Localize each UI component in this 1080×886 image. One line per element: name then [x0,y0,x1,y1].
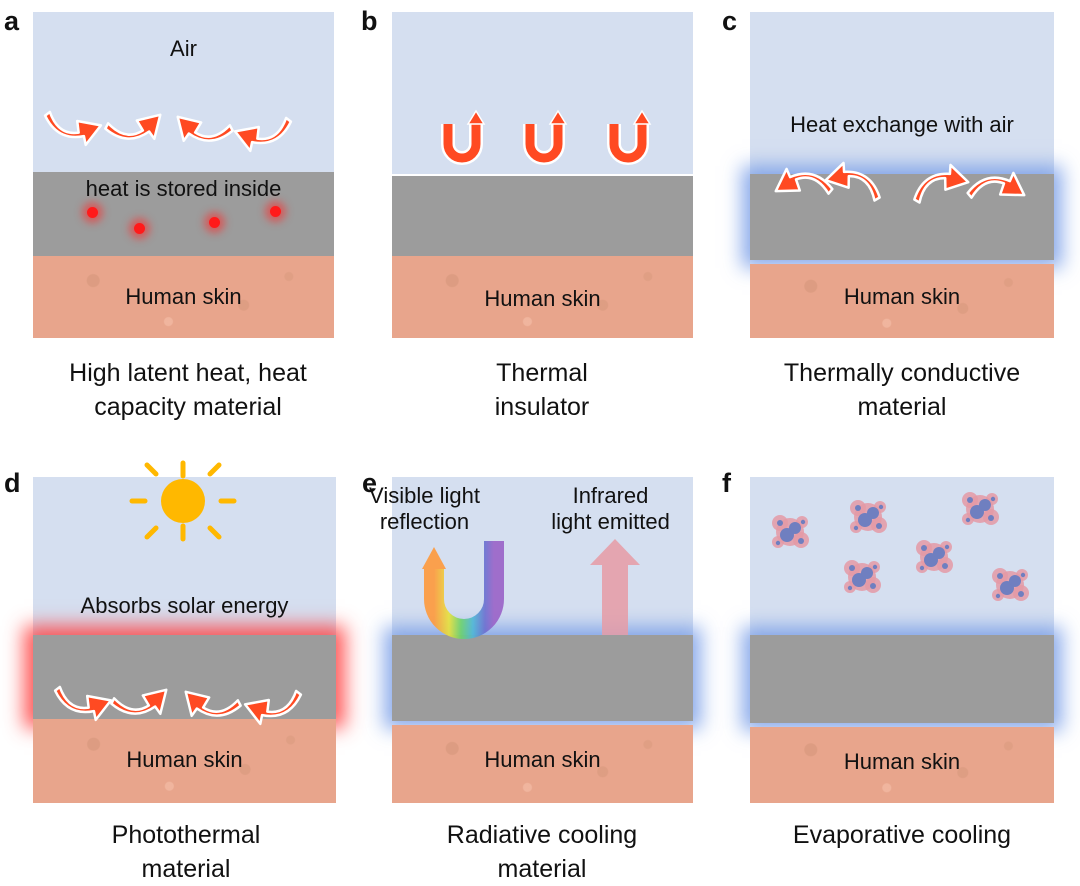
curved-arrow-icon [824,161,881,202]
curved-arrow-icon [110,688,168,716]
caption-line: material [857,393,947,421]
curved-arrow-icon [233,116,293,153]
panel-letter-e: e [362,468,378,498]
skin-region [33,719,336,803]
panel-e-scene: Visible light reflection Infrared light … [369,477,693,803]
skin-label: Human skin [843,284,961,309]
air-label: Air [170,36,197,61]
panel-letter-f: f [722,468,731,498]
caption-line: insulator [494,393,590,421]
infrared-label: Infrared light emitted [460,483,761,535]
skin-label: Human skin [843,749,961,774]
panel-f-scene: Human skin [750,477,1054,803]
skin-label: Human skin [125,284,242,309]
fabric-layer [33,635,336,719]
inward-heat-arrows [53,685,303,726]
caption-e: Radiative cooling material [372,818,712,886]
label-line: Visible light [369,483,480,508]
caption-line: High latent heat, heat [69,359,307,387]
curved-arrow-icon [913,163,970,204]
caption-f: Evaporative cooling [732,818,1072,852]
stored-heat-dot [209,217,220,228]
stored-heat-dot [134,223,145,234]
curved-arrow-icon [43,110,103,147]
skin-region [33,256,334,338]
caption-c: Thermally conductive material [732,356,1072,424]
caption-line: material [141,855,231,883]
u-turn-arrow-icon [441,109,486,165]
water-molecule-icon [992,568,1029,601]
skin-region [750,727,1054,803]
visible-light-reflection-arrow-icon [422,541,504,639]
sun-icon [129,460,237,542]
skin-label: Human skin [484,747,601,772]
air-region [33,12,334,172]
air-label: Heat exchange with air [790,112,1014,137]
u-turn-arrow-icon [523,109,568,165]
skin-region [392,256,693,338]
panel-c-scene: Heat exchange with air Human skin [750,12,1054,338]
visible-light-label: Visible light reflection [274,483,575,535]
layer-label: heat is stored inside [85,176,282,201]
curved-arrow-icon [104,113,162,141]
panel-a-scene: Air heat is stored inside Human skin [33,12,334,338]
air-label: Absorbs solar energy [80,593,289,618]
panel-letter-c: c [722,6,738,36]
fabric-layer [33,172,334,256]
caption-b: Thermal insulator [372,356,712,424]
light-arrows [422,539,640,639]
fabric-layer [392,174,693,258]
air-region [750,477,1054,635]
fabric-layer [392,635,693,721]
skin-region [392,725,693,803]
water-molecules [772,492,1029,601]
air-region [750,12,1054,174]
caption-d: Photothermal material [16,818,356,886]
water-molecule-icon [772,515,809,548]
curved-arrow-icon [176,115,234,143]
water-molecule-icon [850,500,887,533]
water-molecule-icon [844,560,881,593]
caption-line: Thermal [496,359,588,387]
caption-line: Radiative cooling [446,821,638,849]
label-line: light emitted [551,509,670,534]
infrared-emission-arrow-icon [590,539,640,635]
stored-heat-dot [270,206,281,217]
curved-arrow-icon [966,171,1026,199]
panel-d-scene: Absorbs solar energy Human skin [33,460,336,803]
panel-b-scene: Human skin [392,12,693,338]
inward-heat-arrows [43,110,293,153]
outward-heat-arrows [774,161,1026,204]
skin-label: Human skin [126,747,243,772]
water-molecule-icon [962,492,999,525]
panel-letter-d: d [4,468,21,498]
skin-label: Human skin [484,286,601,311]
caption-line: Photothermal [111,821,261,849]
curved-arrow-icon [184,690,242,718]
caption-a: High latent heat, heat capacity material [18,356,358,424]
label-line: Infrared [572,483,649,508]
u-turn-arrows [441,109,652,165]
stored-heat-dot [87,207,98,218]
panel-letter-a: a [4,6,20,36]
caption-line: Thermally conductive [783,359,1021,387]
curved-arrow-icon [774,167,834,195]
curved-arrow-icon [243,689,303,726]
panel-letter-b: b [361,6,378,36]
caption-line: Evaporative cooling [792,821,1012,849]
caption-line: capacity material [94,393,282,421]
curved-arrow-icon [53,685,113,722]
caption-line: material [497,855,587,883]
label-line: reflection [379,509,470,534]
skin-region [750,264,1054,338]
fabric-layer [750,635,1054,723]
water-molecule-icon [916,540,953,573]
u-turn-arrow-icon [607,109,652,165]
